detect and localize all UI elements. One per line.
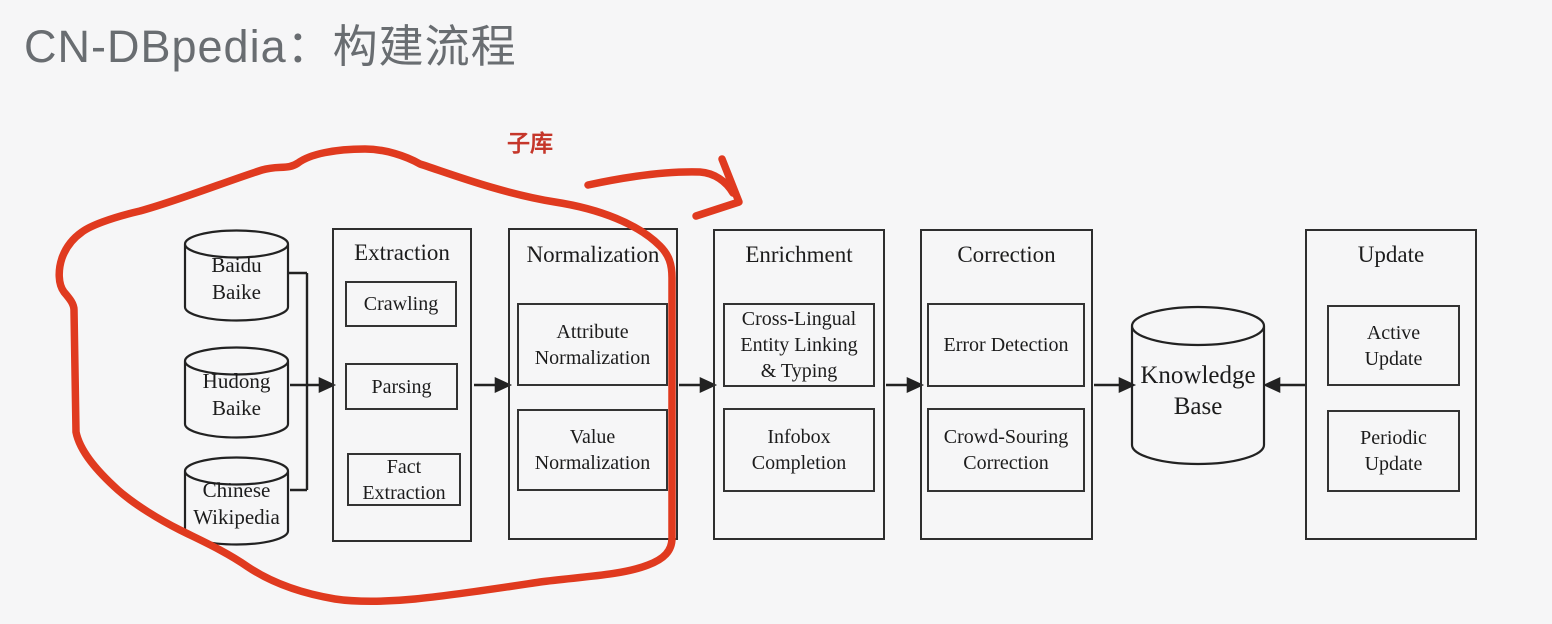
step-box-crowd-souring: Crowd-Souring Correction	[927, 408, 1085, 492]
source-label-line: Baike	[212, 280, 261, 304]
stage-box-update	[1305, 229, 1477, 540]
source-label-line: Baidu	[211, 253, 262, 277]
source-label-chinese-wikipedia: Chinese Wikipedia	[180, 477, 293, 531]
source-connector-lines	[288, 271, 309, 492]
knowledge-base-line: Base	[1173, 393, 1223, 420]
stage-title-extraction: Extraction	[354, 240, 450, 265]
annotation-label-zi-ku: 子库	[507, 130, 553, 156]
step-label: Crowd-Souring	[943, 426, 1069, 448]
step-label: Extraction	[362, 481, 446, 504]
step-label: Cross-Lingual	[741, 308, 857, 330]
step-label: Active	[1366, 321, 1421, 344]
step-label: Entity Linking	[740, 334, 858, 356]
step-label: & Typing	[760, 360, 838, 382]
step-label: Infobox	[767, 426, 831, 448]
stage-title-normalization: Normalization	[526, 242, 660, 267]
step-label: Crawling	[363, 293, 439, 315]
step-label: Attribute	[556, 320, 629, 343]
source-label-line: Baike	[212, 396, 261, 420]
step-box-error-detection: Error Detection	[927, 303, 1085, 387]
step-box-cross-lingual: Cross-Lingual Entity Linking & Typing	[723, 303, 875, 387]
step-label: Fact	[386, 455, 422, 478]
knowledge-base-label: Knowledge Base	[1128, 360, 1268, 422]
step-label: Normalization	[534, 346, 651, 369]
step-box-active-update: Active Update	[1327, 305, 1460, 386]
step-label: Update	[1364, 453, 1423, 475]
stage-box-enrichment	[713, 229, 885, 540]
step-box-crawling: Crawling	[345, 281, 457, 327]
step-box-attribute-normalization: Attribute Normalization	[517, 303, 668, 386]
step-label: Value	[569, 426, 616, 448]
source-label-line: Wikipedia	[193, 505, 280, 529]
step-label: Correction	[963, 452, 1049, 474]
source-label-hudong-baike: Hudong Baike	[185, 368, 288, 422]
stage-box-correction	[920, 229, 1093, 540]
step-box-value-normalization: Value Normalization	[517, 409, 668, 491]
step-label: Update	[1364, 347, 1423, 370]
source-label-baidu-baike: Baidu Baike	[185, 252, 288, 306]
step-label: Normalization	[534, 452, 651, 474]
step-box-periodic-update: Periodic Update	[1327, 410, 1460, 492]
stage-title-enrichment: Enrichment	[745, 242, 853, 267]
source-label-line: Hudong	[202, 369, 271, 393]
step-label: Error Detection	[943, 334, 1069, 356]
step-label: Completion	[751, 452, 847, 474]
step-box-infobox-completion: Infobox Completion	[723, 408, 875, 492]
hand-drawn-arrowhead	[692, 155, 743, 220]
page-title: CN-DBpedia：构建流程	[24, 21, 517, 72]
stage-title-correction: Correction	[957, 242, 1056, 267]
stage-title-update: Update	[1357, 242, 1425, 267]
source-label-line: Chinese	[202, 478, 271, 502]
step-label: Parsing	[371, 375, 432, 398]
knowledge-base-line: Knowledge	[1140, 362, 1256, 389]
hand-drawn-arrow-shaft	[584, 168, 737, 197]
step-label: Periodic	[1360, 427, 1427, 449]
step-box-parsing: Parsing	[345, 363, 458, 410]
step-box-fact-extraction: Fact Extraction	[347, 453, 461, 506]
